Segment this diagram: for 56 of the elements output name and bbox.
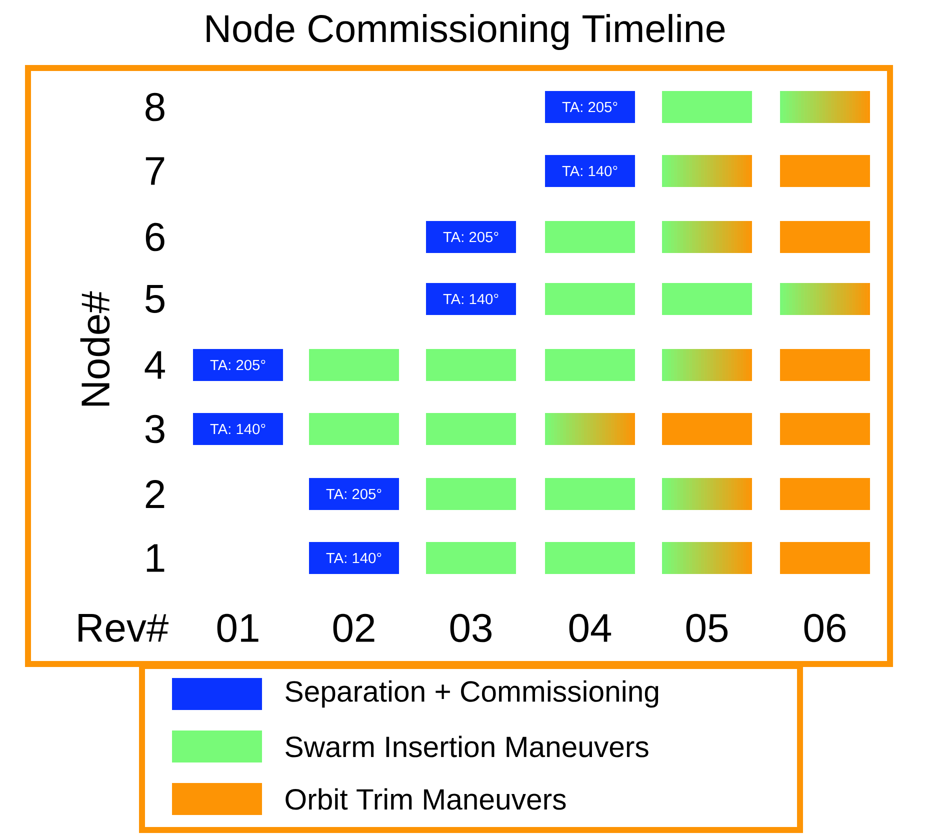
tick-label: 1 (146, 544, 164, 572)
tick-label: 2 (146, 480, 164, 508)
gradient-bar (780, 283, 870, 315)
bar (780, 478, 870, 510)
tick-label: 5 (146, 285, 164, 313)
tick-label: 3 (145, 414, 164, 444)
bar (545, 283, 635, 315)
bar (662, 283, 752, 315)
tick-label: 7 (146, 157, 164, 185)
bar (309, 349, 399, 381)
axis-title: Rev# (78, 614, 168, 642)
bar (545, 542, 635, 574)
bar (545, 221, 635, 253)
label-box: TA: 205° (426, 221, 516, 253)
gradient-bar (662, 221, 752, 253)
bar (780, 155, 870, 187)
bar (780, 349, 870, 381)
tick-label: 6 (146, 222, 164, 252)
bar (545, 478, 635, 510)
tick-label: 8 (146, 92, 164, 122)
label-box: TA: 140° (545, 155, 635, 187)
bar (780, 221, 870, 253)
tick-label: 04 (569, 614, 612, 642)
label-box: TA: 140° (193, 413, 283, 445)
tick-label: 05 (686, 614, 728, 642)
gradient-bar (662, 478, 752, 510)
bar (662, 91, 752, 123)
legend-text: Separation + Commissioning (286, 680, 658, 708)
gradient-bar (662, 155, 752, 187)
label-box: TA: 140° (426, 283, 516, 315)
tick-label: 03 (450, 614, 492, 642)
axis-title: Node# (80, 291, 110, 406)
bar (780, 542, 870, 574)
gradient-bar (545, 413, 635, 445)
bar (426, 542, 516, 574)
tick-label: 01 (217, 614, 258, 642)
legend-text: Swarm Insertion Maneuvers (286, 736, 648, 758)
chart-title: Node Commissioning Timeline (206, 14, 725, 50)
bar (780, 413, 870, 445)
tick-label: 02 (333, 614, 374, 642)
label-box: TA: 140° (309, 542, 399, 574)
bar (426, 349, 516, 381)
tick-label: 4 (144, 351, 165, 379)
gradient-bar (780, 91, 870, 123)
bar (426, 478, 516, 510)
legend-text: Orbit Trim Maneuvers (286, 788, 566, 810)
label-box: TA: 205° (309, 478, 399, 510)
bar (309, 413, 399, 445)
label-box: TA: 205° (545, 91, 635, 123)
tick-label: 06 (804, 614, 846, 642)
gradient-bar (662, 349, 752, 381)
bar (426, 413, 516, 445)
gradient-bar (662, 542, 752, 574)
bar (662, 413, 752, 445)
label-box: TA: 205° (193, 349, 283, 381)
bar (545, 349, 635, 381)
